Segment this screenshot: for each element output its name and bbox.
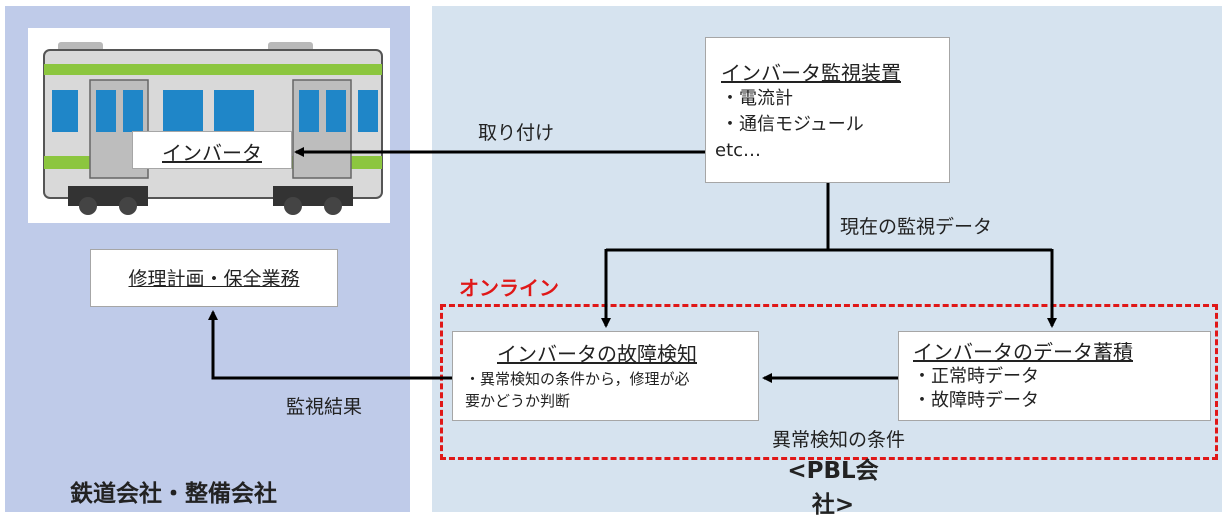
online-label: オンライン xyxy=(459,276,559,300)
monitor-item-etc: etc… xyxy=(715,140,762,161)
fault-detection-box: インバータの故障検知 ・異常検知の条件から，修理が必 要かどうか判断 xyxy=(452,331,759,421)
repair-plan-label: 修理計画・保全業務 xyxy=(128,268,300,290)
monitor-item-ammeter: ・電流計 xyxy=(721,88,793,109)
anomaly-condition-label: 異常検知の条件 xyxy=(772,429,906,451)
pbl-footer-line2: 社> xyxy=(811,492,855,518)
inverter-label: インバータ xyxy=(162,141,262,165)
monitor-item-comm-module: ・通信モジュール xyxy=(721,114,864,135)
data-accumulation-box: インバータのデータ蓄積 ・正常時データ ・故障時データ xyxy=(898,331,1211,421)
install-label: 取り付け xyxy=(478,122,555,144)
online-dashed-frame xyxy=(440,304,1218,460)
railway-company-footer: 鉄道会社・整備会社 xyxy=(70,481,277,507)
monitor-result-arrow xyxy=(208,310,452,380)
accum-item-normal: ・正常時データ xyxy=(913,366,1039,387)
inverter-box: インバータ xyxy=(132,131,292,169)
train-icon xyxy=(43,42,383,215)
fault-detection-title: インバータの故障検知 xyxy=(497,342,697,366)
data-accumulation-title: インバータのデータ蓄積 xyxy=(913,340,1133,364)
pbl-footer-line1: <PBL会 xyxy=(787,458,879,484)
fault-detection-desc-2: 要かどうか判断 xyxy=(465,392,571,410)
pbl-company-footer: <PBL会 社> xyxy=(768,454,898,522)
monitor-title: インバータ監視装置 xyxy=(721,61,901,85)
repair-plan-box: 修理計画・保全業務 xyxy=(90,249,338,307)
monitor-result-label: 監視結果 xyxy=(286,396,363,418)
current-data-label: 現在の監視データ xyxy=(840,216,993,238)
inverter-monitor-box: インバータ監視装置 ・電流計 ・通信モジュール etc… xyxy=(705,37,950,183)
accum-item-fault: ・故障時データ xyxy=(913,390,1039,411)
train-illustration xyxy=(28,28,390,223)
fault-detection-desc-1: ・異常検知の条件から，修理が必 xyxy=(465,370,690,388)
